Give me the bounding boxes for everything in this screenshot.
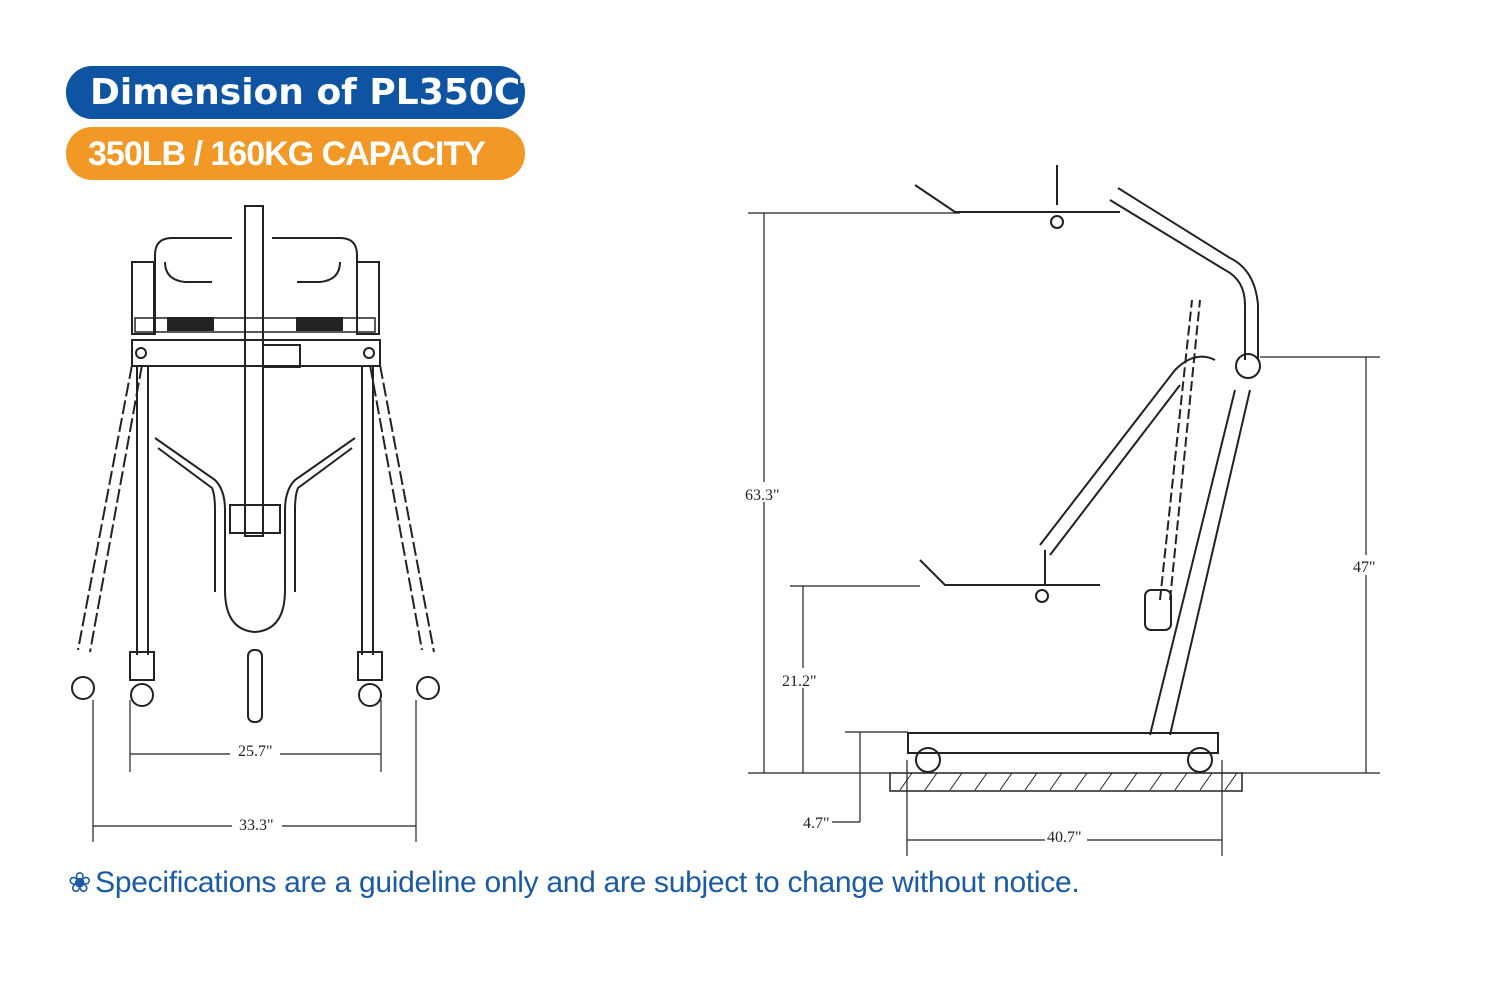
inner-width-label: 25.7" <box>238 743 273 760</box>
flower-bullet-icon: ❀ <box>68 867 92 898</box>
outer-width-label: 33.3" <box>239 817 274 834</box>
capacity-badge: 350LB / 160KG CAPACITY <box>66 127 525 180</box>
model-title-badge: Dimension of PL350CT <box>66 66 545 119</box>
base-length-label: 40.7" <box>1047 829 1082 846</box>
front-view-lift <box>71 205 440 723</box>
boom-height-label: 21.2" <box>782 673 817 690</box>
mast-height-label: 47" <box>1353 559 1376 576</box>
disclaimer-text: Specifications are a guideline only and … <box>95 866 1080 899</box>
disclaimer-note: ❀Specifications are a guideline only and… <box>68 866 1080 900</box>
side-view-lift <box>889 165 1261 792</box>
max-height-label: 63.3" <box>745 487 780 504</box>
side-view-dimensions <box>748 212 1380 856</box>
base-clearance-label: 4.7" <box>803 815 830 832</box>
